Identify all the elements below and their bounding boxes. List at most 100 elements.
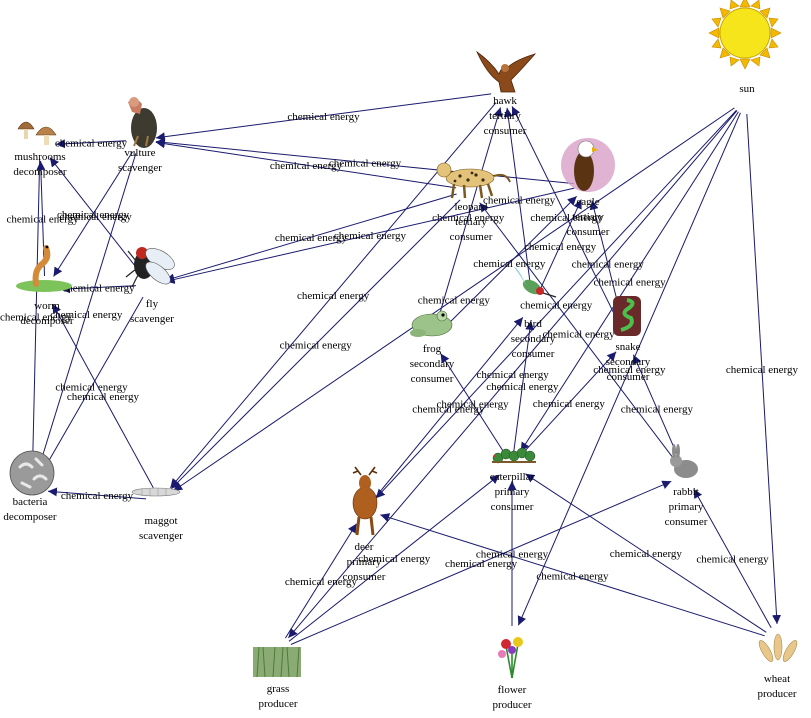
edge-sun-to-maggot xyxy=(172,107,735,492)
edge-label: chemical energy xyxy=(60,211,133,223)
fly-label-line: scavenger xyxy=(130,313,174,325)
rabbit-label-line: primary xyxy=(669,501,704,513)
rabbit-label-line: rabbit xyxy=(673,486,699,498)
hawk-icon[interactable] xyxy=(476,50,537,93)
edge-label: chemical energy xyxy=(50,309,123,321)
edge-hawk-to-vulture xyxy=(155,93,492,142)
maggot-label-line: scavenger xyxy=(139,530,183,542)
eagle-label-line: eagle xyxy=(576,196,599,208)
eagle-icon[interactable] xyxy=(561,138,615,192)
edge-sun-to-wheat xyxy=(746,113,782,625)
wheat-icon[interactable] xyxy=(757,633,800,663)
snake-label-line: consumer xyxy=(607,371,650,383)
bacteria-icon[interactable] xyxy=(9,450,55,496)
vulture-icon[interactable] xyxy=(128,97,157,148)
edge-label: chemical energy xyxy=(275,232,348,244)
edge-label: chemical energy xyxy=(476,549,549,561)
edge-frog-to-eagle xyxy=(441,195,578,331)
flower-label-line: flower xyxy=(498,684,527,696)
mushrooms-label-line: mushrooms xyxy=(14,151,65,163)
eagle-label-line: tertiary xyxy=(572,211,604,223)
wheat-label-line: producer xyxy=(757,688,796,700)
edge-bird-to-eagle xyxy=(538,199,582,293)
edge-label: chemical energy xyxy=(524,241,597,253)
rabbit-icon[interactable] xyxy=(670,444,698,478)
edge-label: chemical energy xyxy=(358,553,431,565)
bacteria-label-line: bacteria xyxy=(13,496,48,508)
mushroom-icon[interactable] xyxy=(17,121,57,145)
worm-icon[interactable] xyxy=(16,245,72,292)
caterpillar-label-line: caterpillar xyxy=(490,471,535,483)
edge-maggot-to-worm xyxy=(52,303,154,488)
frog-label-line: frog xyxy=(423,343,442,355)
fly-label-line: fly xyxy=(146,298,159,310)
deer-icon[interactable] xyxy=(352,466,378,536)
edge-caterpillar-to-frog xyxy=(440,353,505,454)
hawk-label-line: hawk xyxy=(493,95,517,107)
edge-label: chemical energy xyxy=(280,339,353,351)
grass-label-line: producer xyxy=(258,698,297,710)
grass-icon[interactable] xyxy=(253,646,301,678)
leopard-icon[interactable] xyxy=(436,162,511,199)
edge-bird-to-hawk xyxy=(503,107,532,292)
edge-maggot-to-bacteria xyxy=(47,487,147,500)
deer-label-line: primary xyxy=(347,556,382,568)
flower-icon[interactable] xyxy=(498,637,523,679)
edge-label: chemical energy xyxy=(533,398,606,410)
deer-label-line: deer xyxy=(355,541,374,553)
caterpillar-icon[interactable] xyxy=(492,447,536,464)
edge-wheat-to-deer xyxy=(380,513,765,637)
edge-label: chemical energy xyxy=(593,364,666,376)
edge-vulture-to-worm xyxy=(53,151,133,277)
edge-label: chemical energy xyxy=(62,282,135,294)
eagle-label-line: consumer xyxy=(567,226,610,238)
edge-label: chemical energy xyxy=(432,212,505,224)
edge-label: chemical energy xyxy=(418,294,491,306)
bird-label-line: consumer xyxy=(512,348,555,360)
rabbit-label: rabbit primary consumer xyxy=(665,486,708,528)
edge-label: chemical energy xyxy=(610,548,683,560)
bird-label-line: bird xyxy=(524,318,542,330)
edge-fly-to-bacteria xyxy=(39,296,144,477)
edge-sun-to-grass xyxy=(287,110,738,639)
edge-label: chemical energy xyxy=(334,230,407,242)
fly-icon[interactable] xyxy=(125,244,178,288)
edge-rabbit-to-leopard xyxy=(479,202,678,465)
edge-label: chemical energy xyxy=(726,364,799,376)
bird-icon[interactable] xyxy=(514,267,557,298)
bacteria-label-line: decomposer xyxy=(3,511,56,523)
edge-label: chemical energy xyxy=(0,312,73,324)
snake-label-line: snake xyxy=(615,341,640,353)
rabbit-label-line: consumer xyxy=(665,516,708,528)
maggot-icon[interactable] xyxy=(131,487,181,497)
edge-vulture-to-mushrooms xyxy=(55,139,127,149)
edge-rabbit-to-snake xyxy=(632,354,681,463)
edge-label: chemical energy xyxy=(445,558,518,570)
edge-mushrooms-to-bacteria xyxy=(28,158,41,475)
caterpillar-label-line: consumer xyxy=(491,501,534,513)
edge-label: chemical energy xyxy=(543,328,616,340)
edge-label: chemical energy xyxy=(285,576,358,588)
edge-label: chemical energy xyxy=(57,209,130,221)
edge-leopard-to-fly xyxy=(165,193,457,283)
bacteria-label: bacteria decomposer xyxy=(3,496,56,523)
hawk-label-line: tertiary xyxy=(489,110,521,122)
edge-label: chemical energy xyxy=(55,382,128,394)
caterpillar-label-line: primary xyxy=(495,486,530,498)
edge-fly-to-mushrooms xyxy=(49,157,142,275)
worm-label-line: worm xyxy=(34,300,60,312)
edge-label: chemical energy xyxy=(486,381,559,393)
sun-icon[interactable] xyxy=(708,0,782,70)
vulture-label-line: vulture xyxy=(124,147,155,159)
frog-icon[interactable] xyxy=(410,310,453,337)
snake-icon[interactable] xyxy=(613,296,641,336)
edge-fly-to-worm xyxy=(60,284,137,294)
